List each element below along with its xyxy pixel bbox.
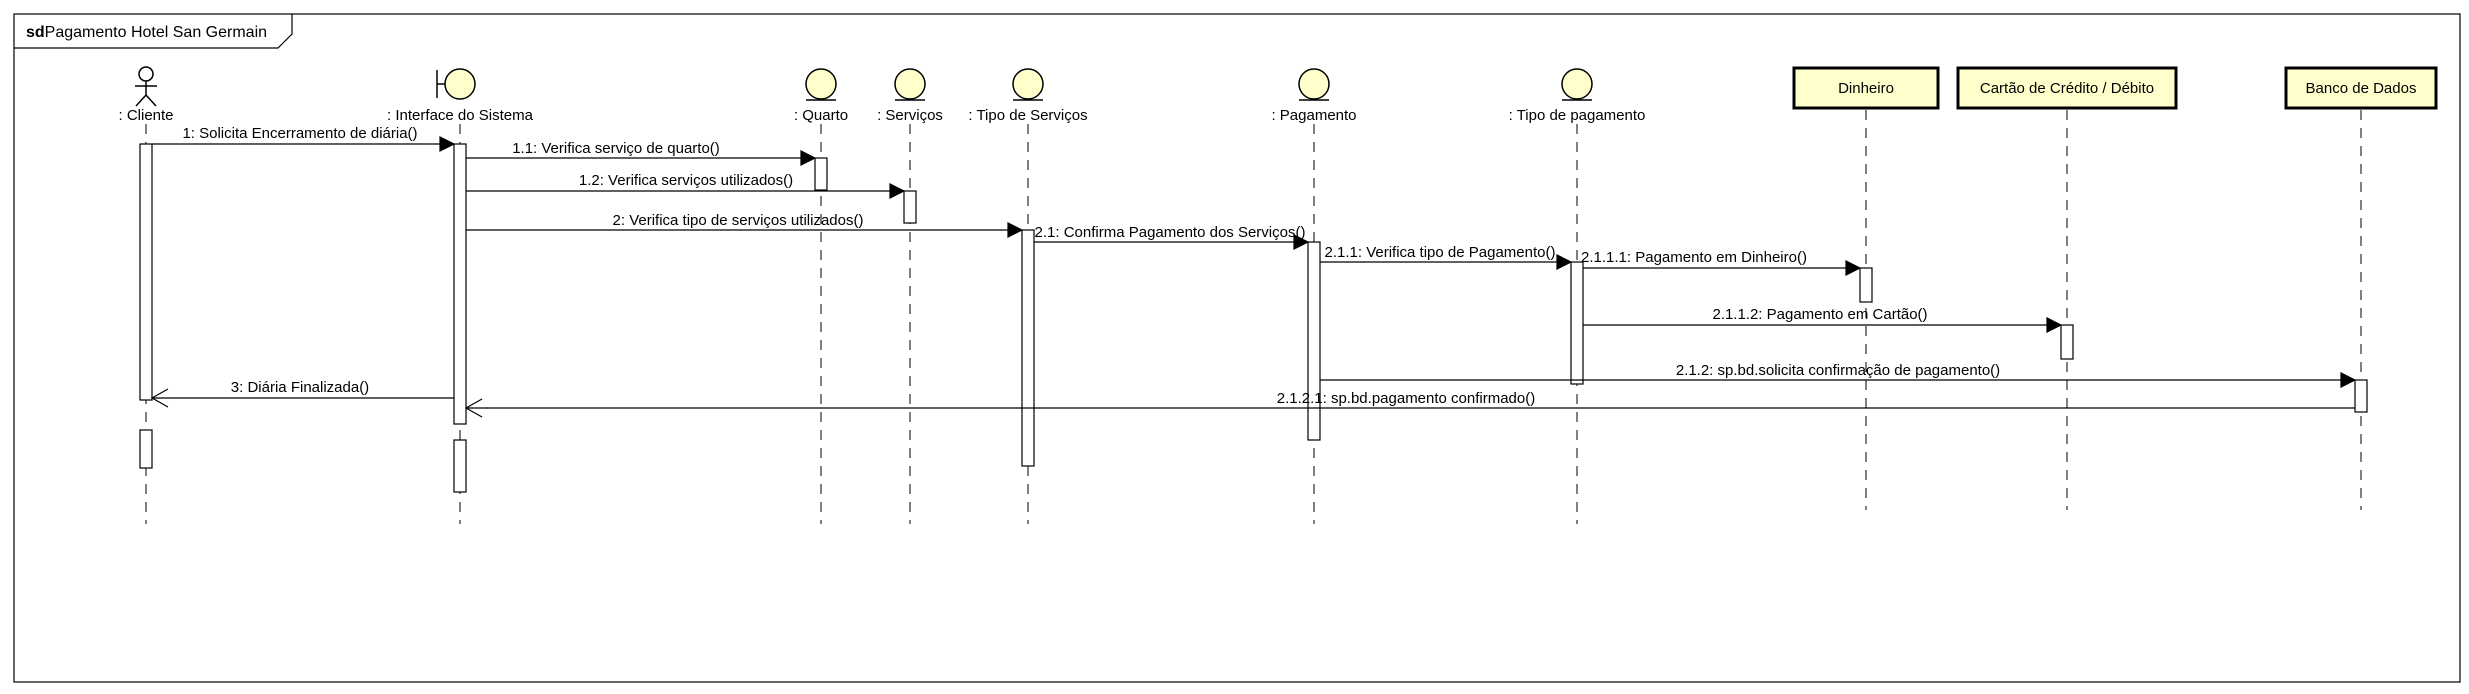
lifeline-label: : Interface do Sistema <box>387 107 534 124</box>
message-2: 2: Verifica tipo de serviços utilizados(… <box>466 212 1024 238</box>
lifeline-cartao: Cartão de Crédito / Débito <box>1956 66 2178 510</box>
messages: 1: Solicita Encerramento de diária() 1.1… <box>150 125 2357 418</box>
entity-icon <box>1561 68 1593 101</box>
boundary-icon <box>436 68 476 100</box>
activation-bar <box>453 143 467 425</box>
lifeline-label: : Tipo de pagamento <box>1509 107 1646 124</box>
activation-bar <box>139 143 153 401</box>
activation-bar <box>1021 229 1035 467</box>
lifeline-banco: Banco de Dados <box>2284 66 2438 510</box>
message-2-1-1-1: 2.1.1.1: Pagamento em Dinheiro() <box>1581 249 1862 276</box>
message-label: 2.1: Confirma Pagamento dos Serviços() <box>1035 224 1306 241</box>
activation-bar <box>1307 241 1321 441</box>
message-2-1-1-2: 2.1.1.2: Pagamento em Cartão() <box>1583 306 2063 333</box>
actor-icon <box>135 66 157 107</box>
activation-bar <box>903 190 917 224</box>
activation-bar <box>1570 261 1584 385</box>
lifeline-label: Dinheiro <box>1838 80 1894 97</box>
message-2-1-2: 2.1.2: sp.bd.solicita confirmação de pag… <box>1320 362 2357 388</box>
activation-bar <box>814 157 828 191</box>
lifeline-label: : Cliente <box>118 107 173 124</box>
frame-title: sdPagamento Hotel San Germain <box>26 24 267 41</box>
diagram-frame: sdPagamento Hotel San Germain <box>13 13 2461 683</box>
lifeline-label: : Pagamento <box>1271 107 1356 124</box>
message-3: 3: Diária Finalizada() <box>150 379 454 408</box>
lifeline-quarto: : Quarto <box>794 68 848 524</box>
message-1-1: 1.1: Verifica serviço de quarto() <box>466 140 817 166</box>
lifeline-label: Banco de Dados <box>2306 80 2417 97</box>
message-2-1-2-1: 2.1.2.1: sp.bd.pagamento confirmado() <box>464 390 2355 418</box>
message-label: 2.1.1: Verifica tipo de Pagamento() <box>1325 244 1556 261</box>
message-label: 2.1.1.2: Pagamento em Cartão() <box>1712 306 1927 323</box>
message-label: 3: Diária Finalizada() <box>231 379 369 396</box>
message-2-1: 2.1: Confirma Pagamento dos Serviços() <box>1034 224 1310 250</box>
message-1: 1: Solicita Encerramento de diária() <box>152 125 456 152</box>
message-1-2: 1.2: Verifica serviços utilizados() <box>466 172 906 199</box>
lifeline-label: : Quarto <box>794 107 848 124</box>
activation-bar <box>2354 379 2368 413</box>
entity-icon <box>1012 68 1044 101</box>
message-label: 1.2: Verifica serviços utilizados() <box>579 172 793 189</box>
activation-bar <box>139 429 153 469</box>
entity-icon <box>805 68 837 101</box>
message-label: 1.1: Verifica serviço de quarto() <box>512 140 720 157</box>
lifeline-label: : Tipo de Serviços <box>968 107 1087 124</box>
message-label: 2: Verifica tipo de serviços utilizados(… <box>613 212 864 229</box>
activation-bar <box>453 439 467 493</box>
frame-name: Pagamento Hotel San Germain <box>45 24 267 41</box>
message-2-1-1: 2.1.1: Verifica tipo de Pagamento() <box>1320 244 1573 270</box>
lifeline-servicos: : Serviços <box>877 68 943 524</box>
message-label: 2.1.2: sp.bd.solicita confirmação de pag… <box>1676 362 2000 379</box>
lifeline-dinheiro: Dinheiro <box>1792 66 1940 510</box>
entity-icon <box>1298 68 1330 101</box>
activation-bars <box>139 143 2368 493</box>
activation-bar <box>1859 267 1873 303</box>
lifeline-label: Cartão de Crédito / Débito <box>1980 80 2154 97</box>
lifeline-label: : Serviços <box>877 107 943 124</box>
frame-keyword: sd <box>26 24 45 41</box>
entity-icon <box>894 68 926 101</box>
message-label: 2.1.2.1: sp.bd.pagamento confirmado() <box>1277 390 1536 407</box>
message-label: 1: Solicita Encerramento de diária() <box>182 125 417 142</box>
message-label: 2.1.1.1: Pagamento em Dinheiro() <box>1581 249 1807 266</box>
activation-bar <box>2060 324 2074 360</box>
